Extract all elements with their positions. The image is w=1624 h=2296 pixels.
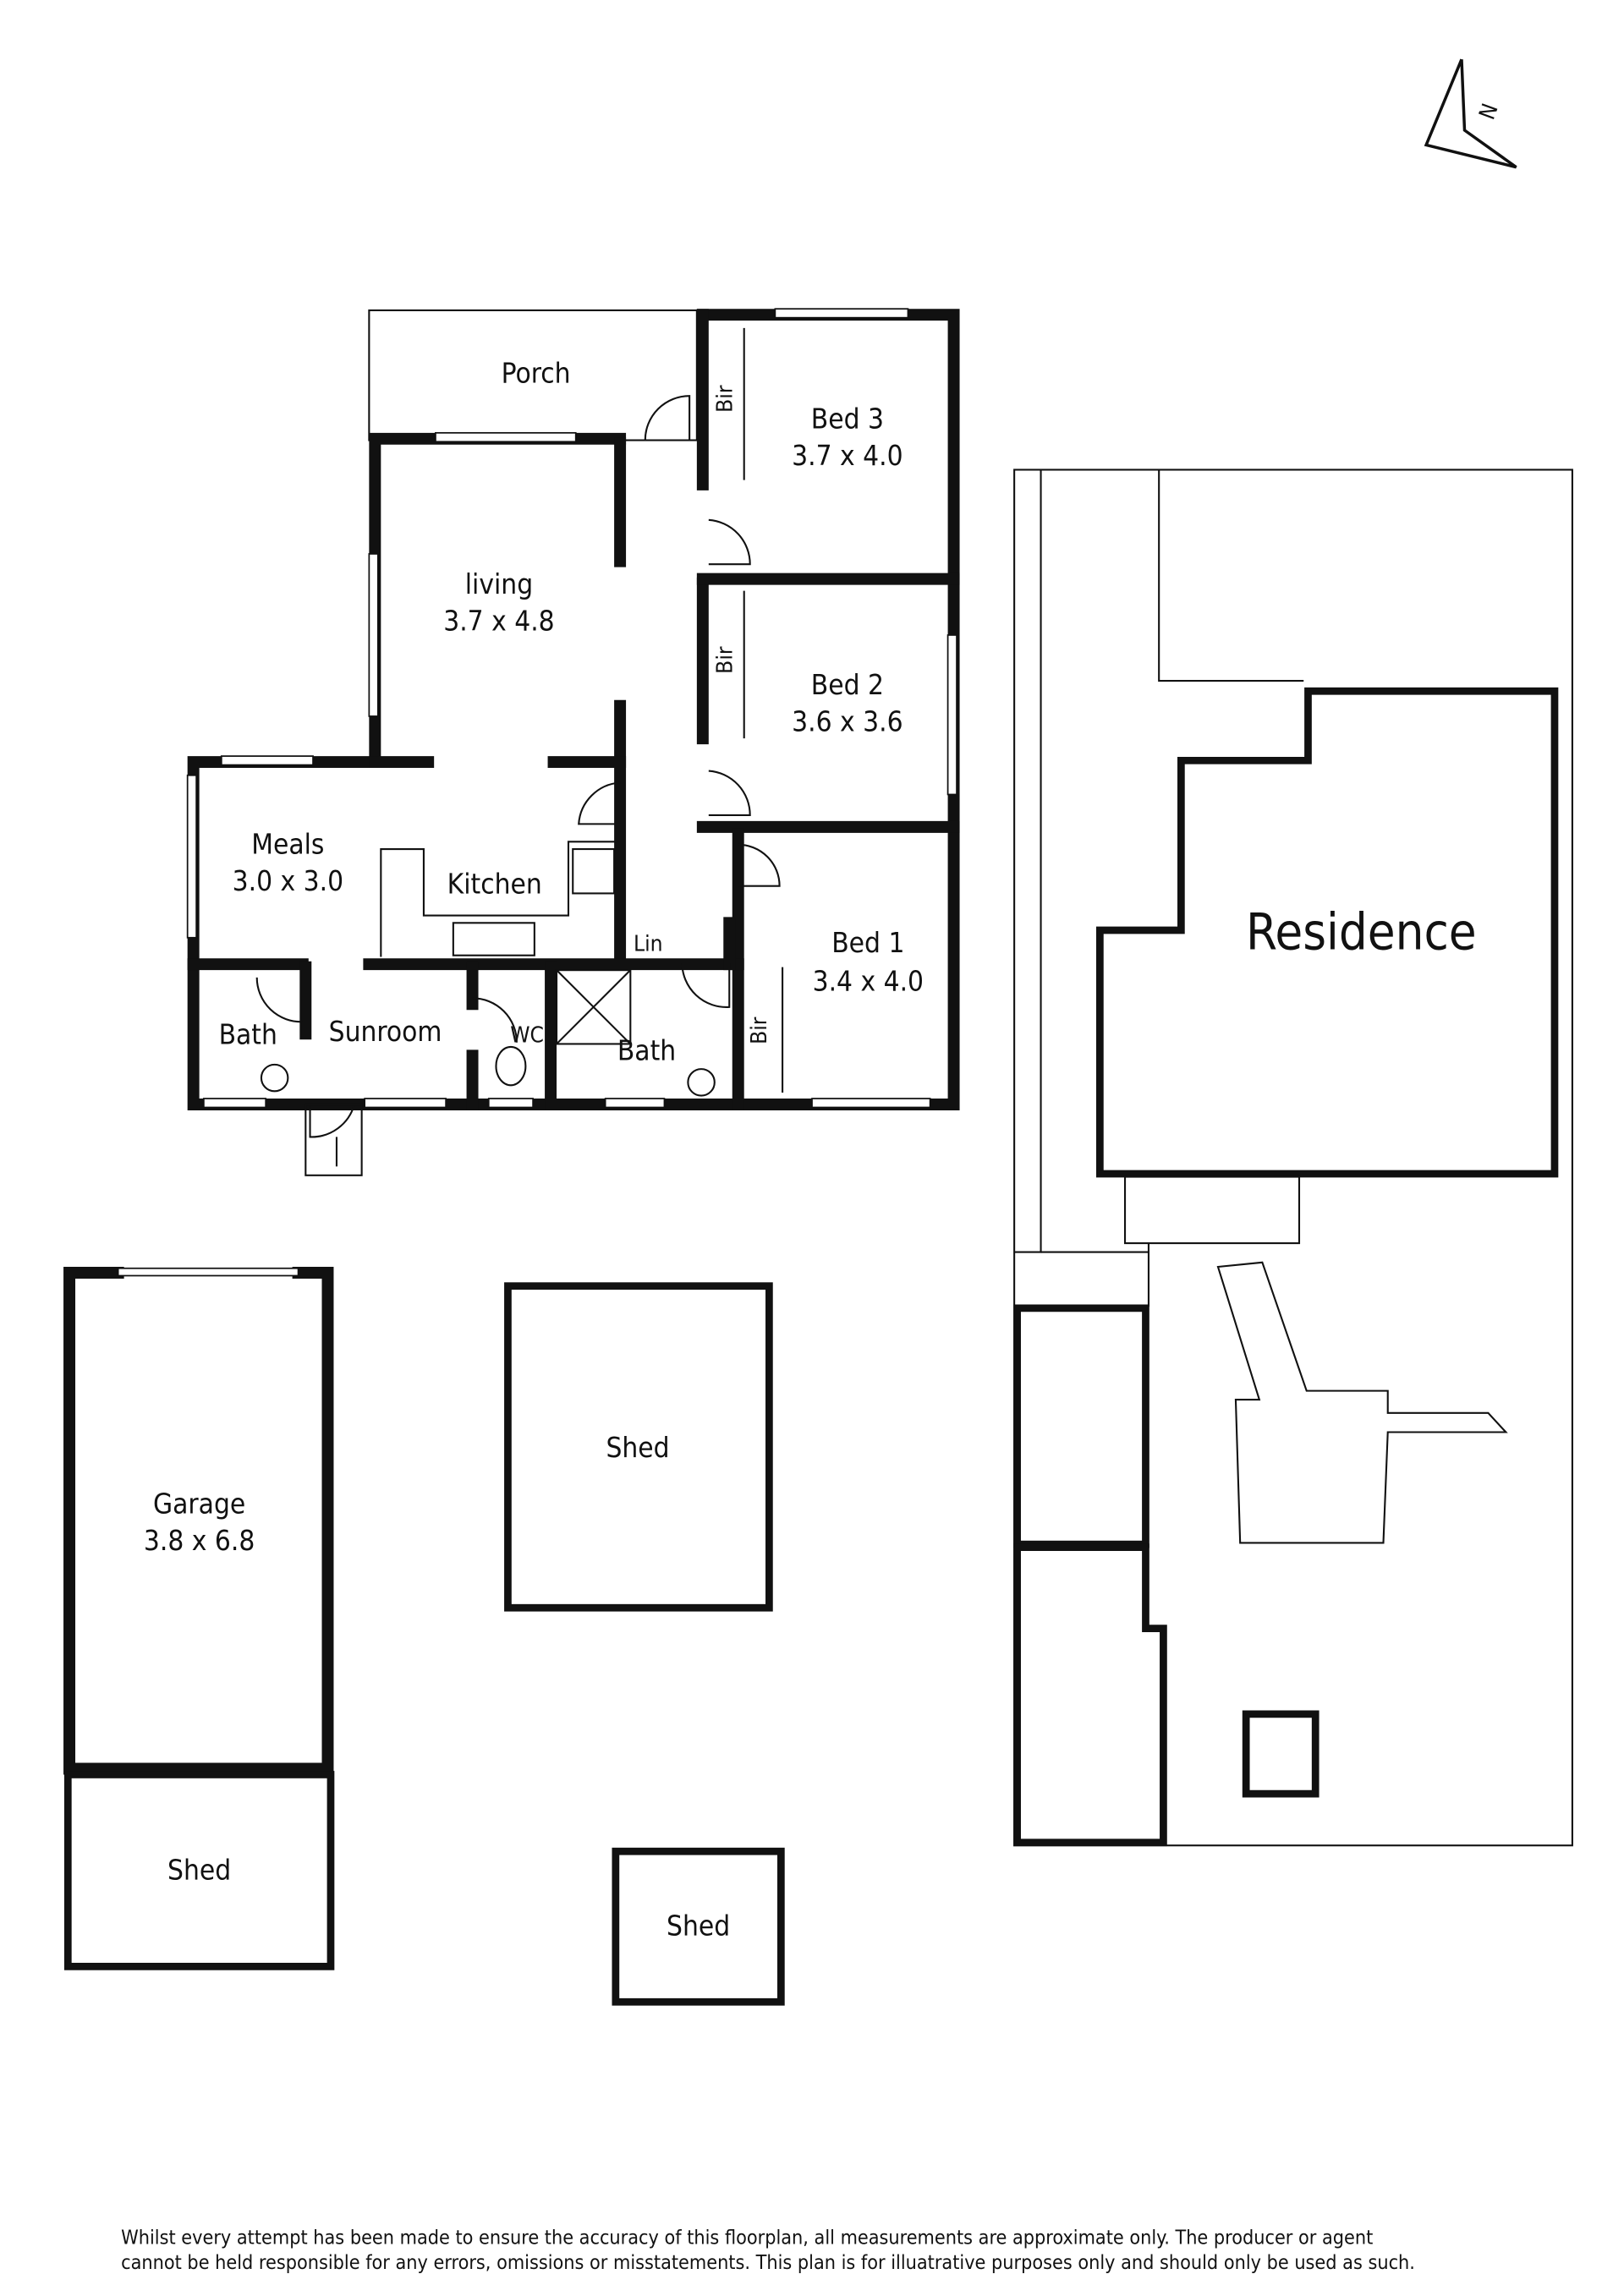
room-size-living: 3.7 x 4.8 xyxy=(443,605,554,638)
room-label-bir-bed1: Bir xyxy=(747,1016,772,1044)
svg-text:N: N xyxy=(1475,101,1504,123)
room-label-residence: Residence xyxy=(1246,903,1477,962)
room-label-wc: WC xyxy=(510,1023,544,1049)
shed-small xyxy=(612,1847,785,2006)
garage xyxy=(63,1267,335,1970)
disclaimer-line-1: Whilst every attempt has been made to en… xyxy=(121,2227,1373,2249)
room-size-bed2: 3.6 x 3.6 xyxy=(792,704,903,737)
room-size-meals: 3.0 x 3.0 xyxy=(233,864,343,897)
room-label-bed1: Bed 1 xyxy=(831,926,904,959)
room-size-bed3: 3.7 x 4.0 xyxy=(792,439,903,472)
house-walls xyxy=(186,308,960,1176)
room-label-sunroom: Sunroom xyxy=(329,1015,442,1048)
room-label-shed-middle: Shed xyxy=(606,1431,669,1464)
room-size-garage: 3.8 x 6.8 xyxy=(144,1524,255,1557)
shed-middle xyxy=(504,1282,773,1612)
room-label-garage: Garage xyxy=(153,1488,245,1521)
residence-site xyxy=(1013,469,1573,1847)
room-size-bed1: 3.4 x 4.0 xyxy=(813,965,924,998)
room-label-porch: Porch xyxy=(502,356,571,389)
room-label-lin: Lin xyxy=(634,931,663,956)
north-arrow-icon: N xyxy=(1424,58,1517,169)
room-label-meals: Meals xyxy=(251,827,324,860)
room-label-bath-main: Bath xyxy=(617,1034,676,1067)
room-label-bed3: Bed 3 xyxy=(811,403,884,436)
room-label-bath-left: Bath xyxy=(219,1017,277,1050)
room-label-bed2: Bed 2 xyxy=(811,668,884,701)
room-label-kitchen: Kitchen xyxy=(447,867,542,900)
room-label-living: living xyxy=(465,567,533,600)
disclaimer-line-2: cannot be held responsible for any error… xyxy=(121,2251,1415,2274)
room-label-bir-bed2: Bir xyxy=(713,646,738,674)
room-label-shed-small: Shed xyxy=(667,1910,730,1943)
room-label-shed-garage: Shed xyxy=(167,1853,231,1886)
room-label-bir-bed3: Bir xyxy=(713,385,738,413)
